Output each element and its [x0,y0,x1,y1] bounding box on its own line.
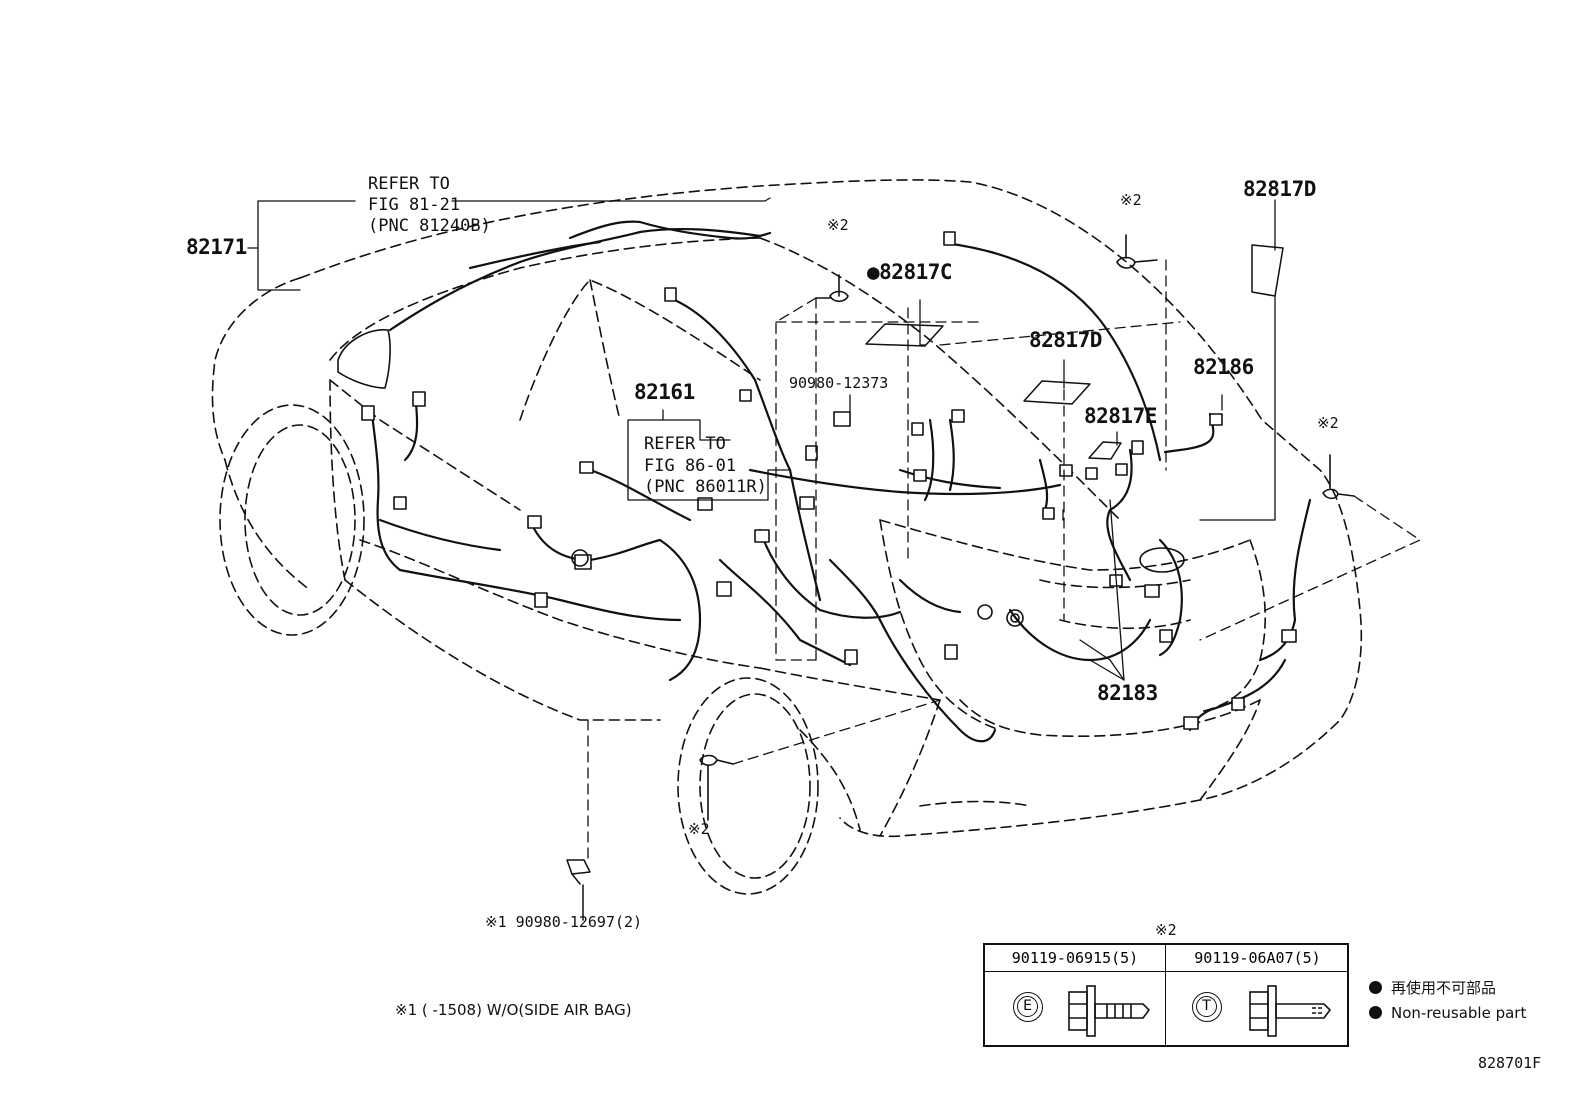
legend-jp-text: 再使用不可部品 [1391,979,1497,997]
part-number-82817C-text: 82817C [879,260,953,284]
bolt-table-col1-cell: E [985,972,1166,1045]
bolt-top-right [1116,234,1158,269]
part-number-82817D-mid: 82817D [1029,328,1102,352]
figure-code: 828701F [1478,1054,1542,1072]
note-without-side-airbag: ※1 ( -1508) W/O(SIDE AIR BAG) [395,1001,632,1019]
part-number-82183: 82183 [1097,681,1158,705]
legend-dot-icon [1369,1006,1382,1019]
rear-wheel [677,677,819,895]
refer-to-fig-81-line1: REFER TO [368,174,450,194]
refer-to-fig-81-line3: (PNC 81240B) [368,216,491,236]
flange-bolt-e-icon [1068,985,1151,1037]
label-plates [865,244,1284,460]
bolt-table-col2-cell: T [1166,972,1349,1045]
legend-non-reusable-en: Non-reusable part [1369,1006,1526,1021]
bolt-table-col2-header: 90119-06A07(5) [1166,945,1349,972]
clip-90980-12697 [566,859,591,921]
wire-harness-paths [370,220,1312,743]
grommets [571,547,1185,627]
bolt-table-title: ※2 [1155,921,1177,939]
legend-non-reusable-jp: 再使用不可部品 [1369,981,1496,996]
car-body-outline [211,179,1363,838]
connectors [361,231,1297,730]
part-number-90980-12697: ※1 90980-12697(2) [485,913,643,931]
dashed-reference-boxes [587,259,1421,861]
legend-en-text: Non-reusable part [1391,1004,1527,1022]
mark-2-bottom: ※2 [688,820,710,838]
mark-2-top-right: ※2 [1120,191,1142,209]
refer-to-fig-86-line1: REFER TO [644,434,726,454]
refer-to-fig-86-line2: FIG 86-01 [644,456,737,476]
refer-to-fig-81-line2: FIG 81-21 [368,195,461,215]
leader-lines [247,197,1276,681]
part-number-82817E: 82817E [1084,404,1157,428]
side-mirror [337,329,391,389]
bolt-right [1322,454,1355,500]
part-number-82817C: ●82817C [867,260,953,284]
flange-bolt-t-icon [1249,985,1332,1037]
part-number-90980-12373: 90980-12373 [789,374,889,392]
mark-2-top-center: ※2 [827,216,849,234]
refer-to-fig-86-line3: (PNC 86011R) [644,477,767,497]
hex-head-t-icon: T [1192,992,1222,1022]
part-number-82161: 82161 [634,380,695,404]
part-number-82186: 82186 [1193,355,1254,379]
bolt-table-col1-header: 90119-06915(5) [985,945,1166,972]
non-reusable-dot: ● [867,260,880,284]
bolt-top-center [815,274,849,303]
mark-2-right: ※2 [1317,414,1339,432]
part-number-82171: 82171 [186,235,247,259]
front-wheel [219,404,365,636]
part-number-82817D-top: 82817D [1243,177,1316,201]
bolt-lower-left [699,754,734,821]
hex-head-e-icon: E [1013,992,1043,1022]
legend-dot-icon [1369,981,1382,994]
bolt-table: 90119-06915(5) 90119-06A07(5) E T [983,943,1349,1047]
